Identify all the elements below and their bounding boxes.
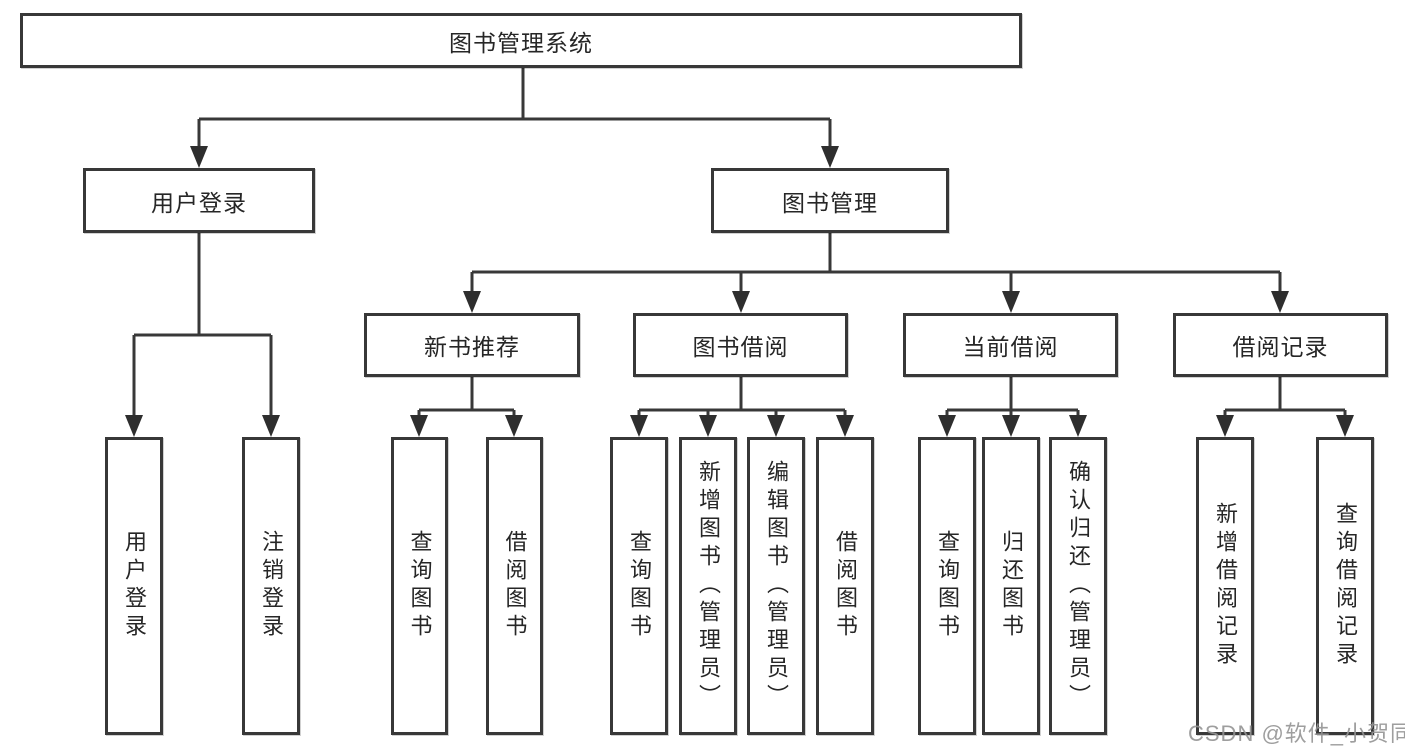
leaf-return-books: 归还图书 [982,437,1040,735]
node-user-login: 用户登录 [83,168,315,233]
leaf-borrow-books-recommend: 借阅图书 [486,437,543,735]
node-library-management-system: 图书管理系统 [20,13,1022,68]
leaf-borrow-books: 借阅图书 [816,437,874,735]
leaf-add-borrow-record: 新增借阅记录 [1196,437,1254,735]
leaf-query-books-borrow: 查询图书 [610,437,668,735]
leaf-add-books-admin: 新增图书（管理员） [679,437,737,735]
leaf-query-borrow-record: 查询借阅记录 [1316,437,1374,735]
node-borrowing-records: 借阅记录 [1173,313,1388,377]
leaf-user-login: 用户登录 [105,437,163,735]
leaf-confirm-return-admin: 确认归还（管理员） [1049,437,1107,735]
node-book-management: 图书管理 [711,168,949,233]
leaf-query-books-current: 查询图书 [918,437,976,735]
csdn-watermark: CSDN @软件_小贺同学 [1188,721,1405,746]
node-new-book-recommendation: 新书推荐 [364,313,580,377]
leaf-query-books-recommend: 查询图书 [391,437,448,735]
node-current-borrowing: 当前借阅 [903,313,1118,377]
leaf-logout: 注销登录 [242,437,300,735]
leaf-edit-books-admin: 编辑图书（管理员） [747,437,805,735]
node-book-borrowing: 图书借阅 [633,313,848,377]
